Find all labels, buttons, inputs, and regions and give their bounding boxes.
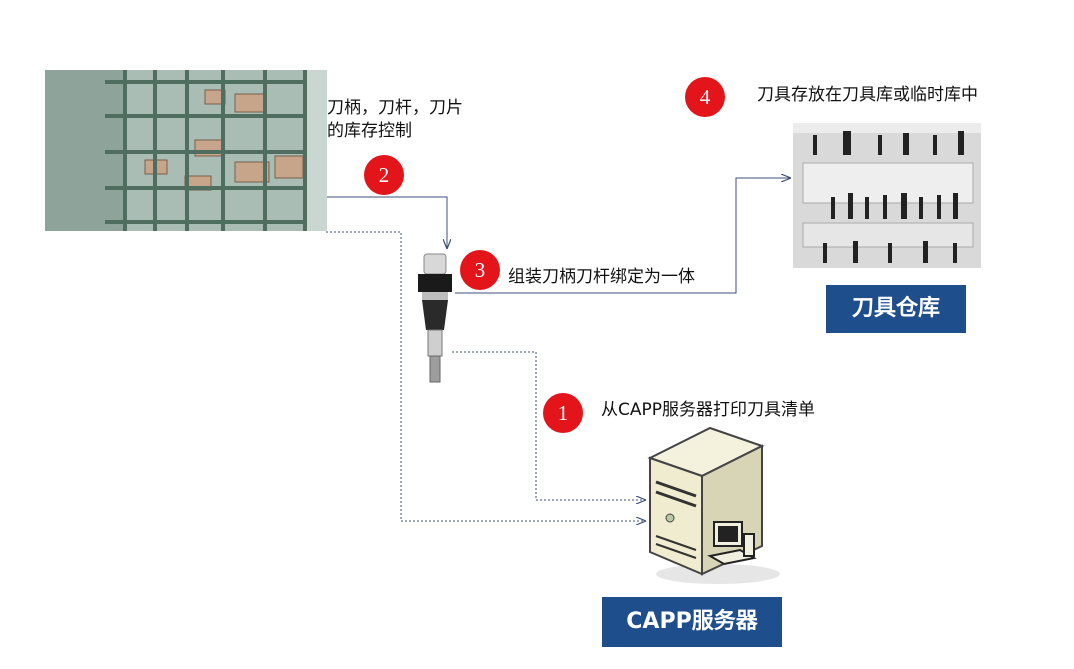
server-title: CAPP服务器 bbox=[602, 597, 782, 647]
warehouse-title: 刀具仓库 bbox=[826, 285, 966, 333]
arrow-storage-to-assembly bbox=[326, 196, 447, 248]
badge-step-2: 2 bbox=[364, 155, 404, 195]
server-caption: 从CAPP服务器打印刀具清单 bbox=[601, 400, 816, 420]
server-computer-icon bbox=[640, 418, 780, 586]
badge-step-4: 4 bbox=[685, 77, 725, 117]
warehouse-caption: 刀具存放在刀具库或临时库中 bbox=[757, 85, 978, 105]
badge-step-1: 1 bbox=[543, 393, 583, 433]
tool-holder-photo bbox=[410, 250, 458, 385]
assembly-label: 组装刀柄刀杆绑定为一体 bbox=[508, 267, 695, 287]
storage-label: 刀柄，刀杆，刀片的库存控制 bbox=[327, 98, 463, 141]
storage-shelf-photo bbox=[45, 70, 327, 231]
tool-rack-photo bbox=[793, 123, 981, 268]
arrow-storage-to-server bbox=[326, 231, 645, 521]
arrow-assembly-to-warehouse bbox=[455, 178, 790, 294]
arrow-assembly-to-server bbox=[452, 351, 645, 500]
badge-step-3: 3 bbox=[460, 250, 500, 290]
